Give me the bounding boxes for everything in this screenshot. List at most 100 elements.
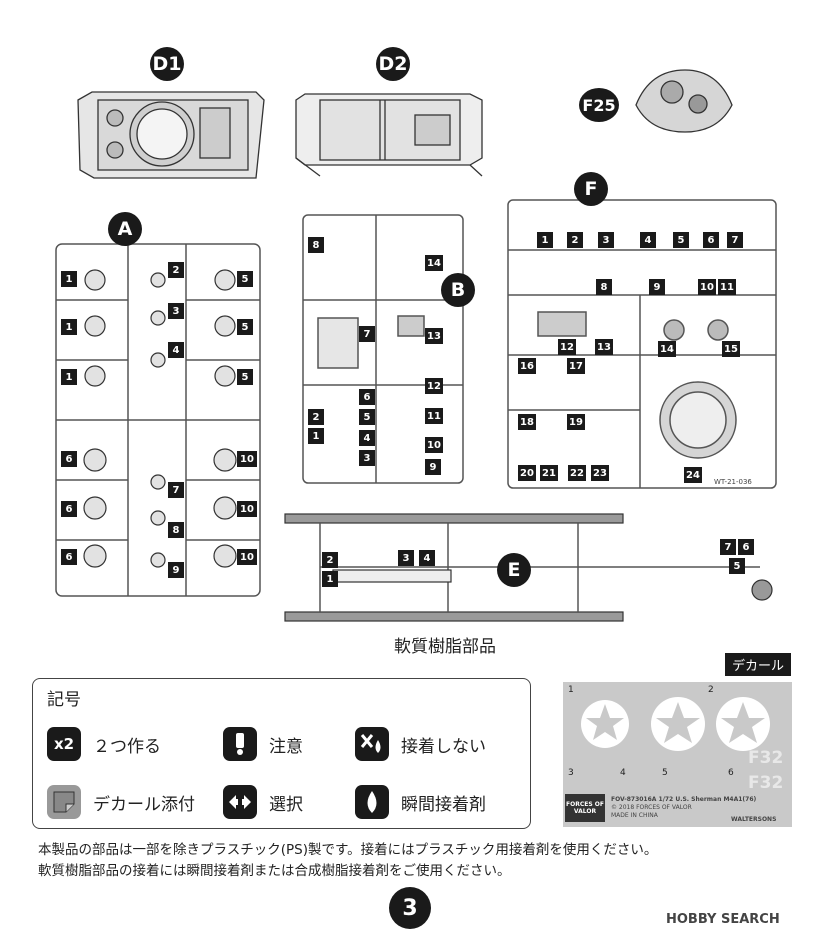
part-number: 6 <box>359 389 375 405</box>
sprue-badge-b: B <box>441 273 475 307</box>
part-number: 4 <box>640 232 656 248</box>
legend-label: デカール添付 <box>93 794 195 815</box>
part-number: 4 <box>359 430 375 446</box>
decal-product-line: FOV-873016A 1/72 U.S. Sherman M4A1(76) <box>611 796 757 803</box>
part-number: 16 <box>518 358 536 374</box>
part-number: 13 <box>425 328 443 344</box>
part-number: 3 <box>398 550 414 566</box>
part-number: 7 <box>359 326 375 342</box>
legend-item-nocement: 接着しない <box>355 727 486 761</box>
part-number: 5 <box>237 271 253 287</box>
legend-label: 注意 <box>269 736 303 757</box>
soft-resin-label: 軟質樹脂部品 <box>394 637 496 657</box>
decal-sheet: 1 2 3 4 5 6 F32 F32 FORCES OF VALOR FOV-… <box>563 682 792 827</box>
decal-brand: WALTERSONS <box>731 816 777 823</box>
part-number: 3 <box>359 450 375 466</box>
decal-number: 4 <box>620 768 626 778</box>
legend-item-decal: デカール添付 <box>47 785 195 819</box>
legend-label: 瞬間接着剤 <box>401 794 486 815</box>
decal-stars <box>581 697 770 751</box>
part-number: 5 <box>729 558 745 574</box>
part-number: 14 <box>658 341 676 357</box>
sprue-badge-a: A <box>108 212 142 246</box>
decal-number: 3 <box>568 768 574 778</box>
part-number: 4 <box>168 342 184 358</box>
part-number: 9 <box>168 562 184 578</box>
legend-item-caution: 注意 <box>223 727 303 761</box>
part-number: 8 <box>596 279 612 295</box>
part-number: 2 <box>567 232 583 248</box>
part-number: 24 <box>684 467 702 483</box>
select-arrows-icon <box>223 785 257 819</box>
exclamation-icon <box>223 727 257 761</box>
part-number: 18 <box>518 414 536 430</box>
decal-number: 2 <box>708 685 714 695</box>
watermark-logo: HOBBY SEARCH <box>666 912 780 927</box>
part-number: 5 <box>237 319 253 335</box>
part-number: 9 <box>649 279 665 295</box>
part-number: 19 <box>567 414 585 430</box>
part-number: 12 <box>425 378 443 394</box>
part-number: 10 <box>237 451 257 467</box>
part-number: 11 <box>425 408 443 424</box>
decal-f32-bottom: F32 <box>748 773 784 793</box>
part-number: 7 <box>727 232 743 248</box>
part-number: 5 <box>237 369 253 385</box>
decal-f32-top: F32 <box>748 748 784 768</box>
legend-item-select: 選択 <box>223 785 303 819</box>
part-number: 8 <box>308 237 324 253</box>
part-number: 1 <box>308 428 324 444</box>
part-number: 2 <box>168 262 184 278</box>
decal-number: 1 <box>568 685 574 695</box>
decal-tag: デカール <box>725 653 792 676</box>
part-number: 13 <box>595 339 613 355</box>
note-line-2: 軟質樹脂部品の接着には瞬間接着剤または合成樹脂接着剤をご使用ください。 <box>38 863 511 879</box>
part-number: 10 <box>237 549 257 565</box>
part-number: 7 <box>720 539 736 555</box>
part-number: 17 <box>567 358 585 374</box>
part-number: 3 <box>598 232 614 248</box>
part-number: 6 <box>61 549 77 565</box>
sprue-badge-f: F <box>574 172 608 206</box>
part-number: 1 <box>61 369 77 385</box>
part-number: 10 <box>425 437 443 453</box>
legend-label: 選択 <box>269 794 303 815</box>
sprue-a-wheels <box>83 269 237 568</box>
part-number: 20 <box>518 465 536 481</box>
legend-title: 記号 <box>47 690 81 710</box>
part-number: 6 <box>61 451 77 467</box>
note-line-1: 本製品の部品は一部を除きプラスチック(PS)製です。接着にはプラスチック用接着剤… <box>38 842 658 858</box>
part-number: 5 <box>359 409 375 425</box>
decal-made-in: MADE IN CHINA <box>611 812 658 819</box>
part-number: 1 <box>61 319 77 335</box>
part-number: 10 <box>698 279 716 295</box>
decal-number: 5 <box>662 768 668 778</box>
part-number: 1 <box>322 571 338 587</box>
sprue-badge-e: E <box>497 553 531 587</box>
part-number: 8 <box>168 522 184 538</box>
legend-label: ２つ作る <box>93 736 161 757</box>
legend-item-x2: x2 ２つ作る <box>47 727 161 761</box>
part-badge-d2: D2 <box>376 47 410 81</box>
part-number: 2 <box>322 552 338 568</box>
part-number: 22 <box>568 465 586 481</box>
sprue-a-frame <box>55 243 261 597</box>
fov-logo: FORCES OF VALOR <box>565 794 605 822</box>
part-badge-d1: D1 <box>150 47 184 81</box>
part-number: 10 <box>237 501 257 517</box>
d1-hull-drawing <box>77 91 265 179</box>
decal-copyright: © 2018 FORCES OF VALOR <box>611 804 692 811</box>
part-number: 21 <box>540 465 558 481</box>
part-number: 11 <box>718 279 736 295</box>
part-number: 23 <box>591 465 609 481</box>
part-number: 1 <box>61 271 77 287</box>
part-number: 3 <box>168 303 184 319</box>
part-number: 15 <box>722 341 740 357</box>
legend-label: 接着しない <box>401 736 486 757</box>
sprue-code: WT-21-036 <box>714 478 752 486</box>
part-badge-f25: F25 <box>579 88 619 122</box>
glue-drop-icon <box>355 785 389 819</box>
part-number: 6 <box>703 232 719 248</box>
part-number: 5 <box>673 232 689 248</box>
